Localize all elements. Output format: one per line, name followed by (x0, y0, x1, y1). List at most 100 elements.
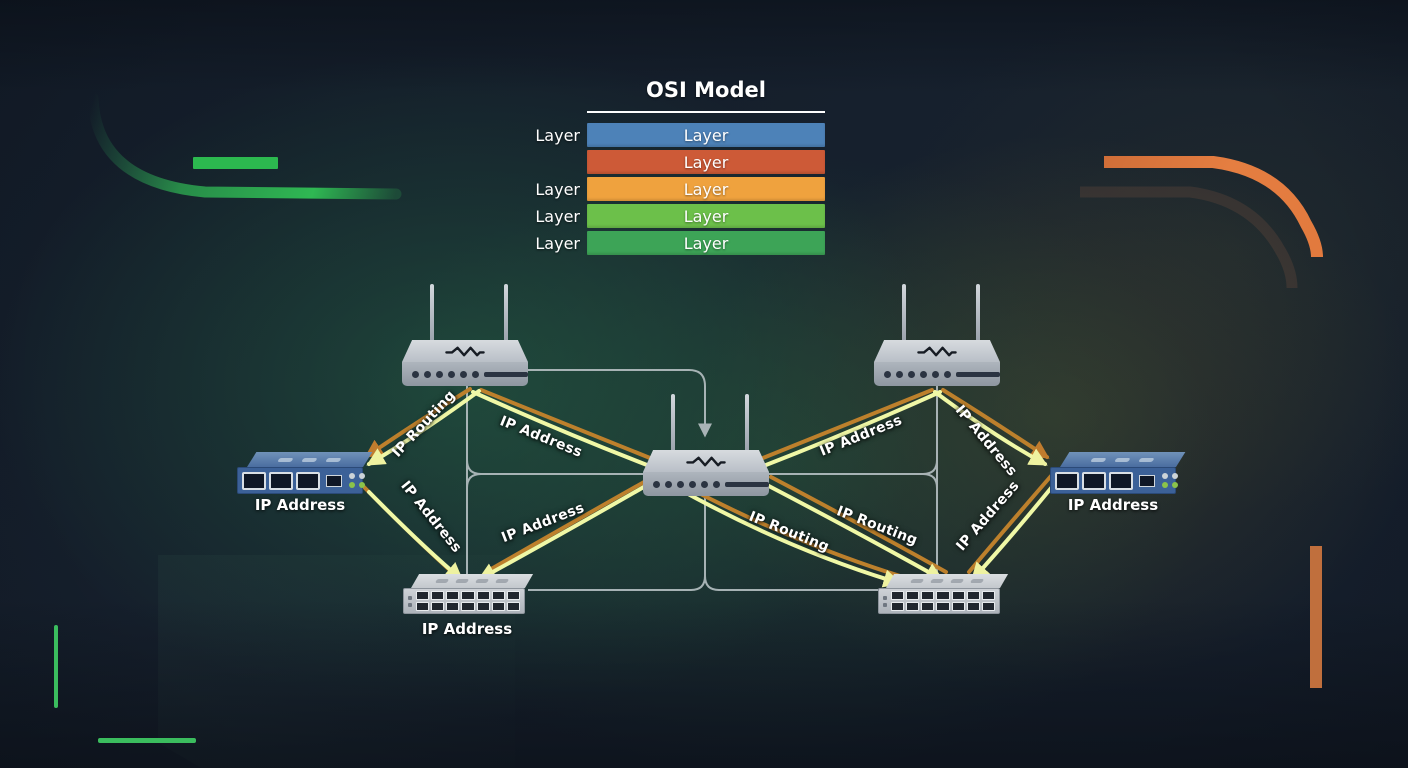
led-indicator (359, 473, 365, 479)
switch-right-caption: IP Address (1067, 496, 1159, 514)
led-indicator (424, 370, 431, 378)
ethernet-port (981, 591, 995, 600)
vent-mark (454, 579, 470, 583)
green-corner-curve (87, 92, 402, 200)
zigzag-logo-icon (917, 346, 957, 356)
ethernet-port (491, 591, 505, 600)
green-accent-bar (193, 157, 278, 169)
ethernet-port (891, 602, 905, 611)
led-indicator (701, 480, 708, 488)
cable-center-to-bl-orange (484, 475, 655, 574)
cable-right-switch-to-br-yellow (970, 480, 1058, 582)
osi-row: Layer Layer (530, 177, 825, 201)
router-front-face (643, 472, 769, 496)
switch-right (1050, 450, 1186, 494)
led-indicator (920, 370, 927, 378)
antenna-icon (745, 394, 749, 454)
led-indicator (436, 370, 443, 378)
antenna-icon (976, 284, 980, 344)
ethernet-port (981, 602, 995, 611)
green-horizontal-tick (98, 738, 196, 743)
led-cluster (1162, 473, 1179, 488)
cable-tl-to-center-orange (479, 388, 652, 460)
ethernet-port (951, 602, 965, 611)
vent-mark (929, 579, 945, 583)
ethernet-port (1055, 471, 1079, 490)
cable-pairs (361, 387, 1058, 588)
ethernet-port (1109, 471, 1133, 490)
ethernet-port (506, 602, 520, 611)
vent-mark (1114, 457, 1131, 462)
port-grid (416, 591, 520, 611)
led-indicator-green (349, 482, 355, 488)
cable-tl-to-center-yellow (471, 390, 649, 467)
osi-row: Layer Layer (530, 231, 825, 255)
ethernet-port (431, 591, 445, 600)
led-indicator (689, 480, 696, 488)
ethernet-port (416, 591, 430, 600)
vent-mark (325, 457, 342, 462)
led-indicator-green (1172, 482, 1178, 488)
led-indicator (908, 370, 915, 378)
vent-mark (474, 579, 490, 583)
ethernet-port (476, 591, 490, 600)
ethernet-port (966, 602, 980, 611)
ethernet-port (416, 602, 430, 611)
led-indicator-green (359, 482, 365, 488)
osi-side-label: Layer (535, 179, 580, 199)
antenna-icon (902, 284, 906, 344)
switch-top-face (247, 452, 373, 467)
ethernet-port (491, 602, 505, 611)
led-indicator (412, 370, 419, 378)
osi-layer-bar: Layer (587, 231, 825, 255)
router-front-face (874, 362, 1000, 386)
port-slot (956, 371, 1000, 377)
vent-mark (301, 457, 318, 462)
led-indicator (713, 480, 720, 488)
led-indicator (1172, 473, 1178, 479)
osi-side-label: Layer (535, 206, 580, 226)
switch-top-face (411, 574, 534, 588)
cable-center-to-tr-yellow (764, 390, 942, 467)
router-top-face (874, 340, 1000, 362)
switch-front-face (403, 588, 525, 614)
router-top-face (643, 450, 769, 472)
led-indicator (665, 480, 672, 488)
ethernet-port (446, 602, 460, 611)
osi-rows: Layer Layer Layer Layer Layer Layer (530, 123, 825, 255)
router-front-face (402, 362, 528, 386)
cable-center-to-br-b-yellow (763, 482, 944, 581)
vent-mark (1138, 457, 1155, 462)
vent-mark (494, 579, 510, 583)
osi-layer-bar: Layer (587, 123, 825, 147)
frame-bottom-left (528, 575, 706, 591)
cable-center-to-tr-orange (761, 388, 934, 460)
ethernet-port (461, 602, 475, 611)
orange-corner-curve-faint (1080, 186, 1298, 289)
ethernet-port (296, 471, 320, 490)
zigzag-logo-icon (445, 346, 485, 356)
zigzag-logo-icon (686, 456, 726, 466)
osi-row: Layer Layer (530, 123, 825, 147)
orange-corner-curve (1104, 156, 1323, 258)
antenna-icon (430, 284, 434, 344)
led-indicator (932, 370, 939, 378)
ethernet-port (461, 591, 475, 600)
switch-left-caption: IP Address (254, 496, 346, 514)
port-grid (891, 591, 995, 611)
led-indicator-green (1162, 482, 1168, 488)
ethernet-port (476, 602, 490, 611)
ethernet-port (921, 602, 935, 611)
uplink-port (326, 474, 342, 487)
osi-side-label: Layer (535, 233, 580, 253)
osi-bar-label: Layer (683, 233, 729, 253)
led-indicator (1162, 473, 1168, 479)
led-indicator (677, 480, 684, 488)
led-indicator (460, 370, 467, 378)
ethernet-port (936, 591, 950, 600)
ethernet-port (951, 591, 965, 600)
vent-mark (909, 579, 925, 583)
